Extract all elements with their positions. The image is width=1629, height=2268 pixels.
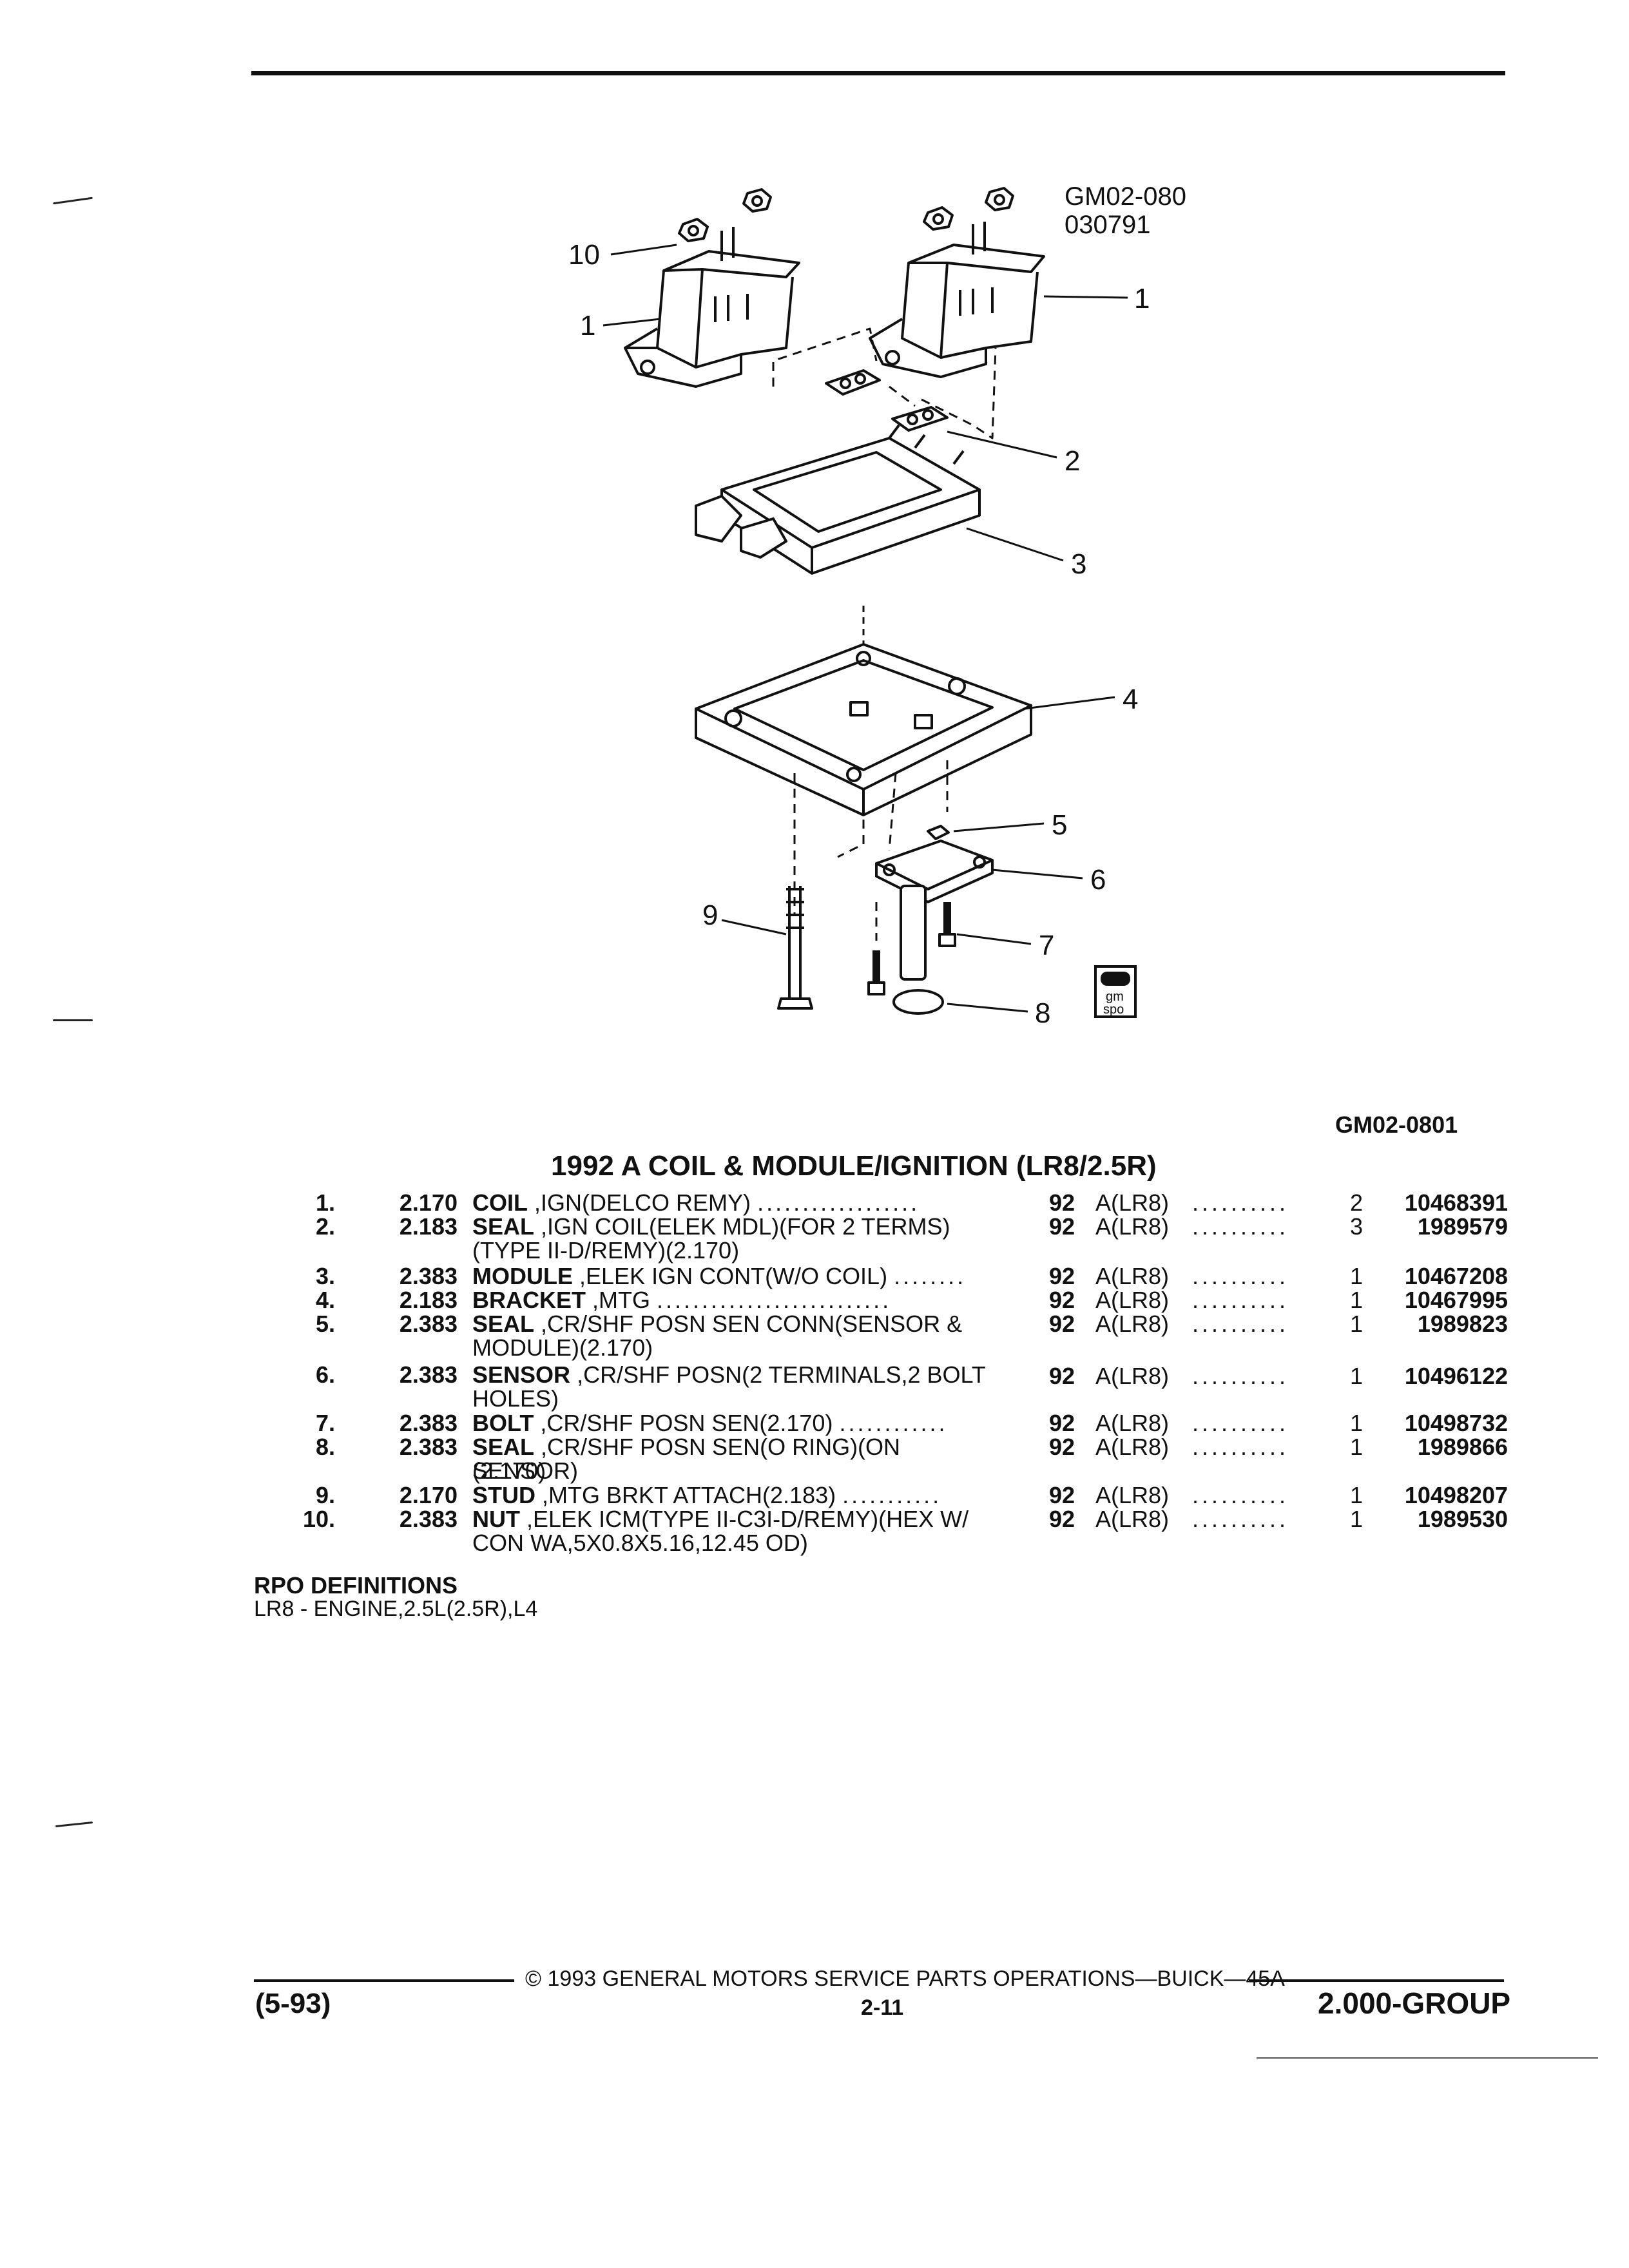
o-ring xyxy=(892,989,944,1015)
crankshaft-sensor xyxy=(875,840,994,981)
ignition-coil-left xyxy=(624,227,800,388)
callout-10: 10 xyxy=(568,239,600,271)
diagram-ref-line2: 030791 xyxy=(1065,211,1151,239)
footer-bottom-rule xyxy=(1257,2057,1598,2059)
margin-mark xyxy=(53,197,93,205)
badge-line2: spo xyxy=(1103,1003,1124,1017)
nut-right-2 xyxy=(985,187,1014,211)
footer-group: 2.000-GROUP xyxy=(1318,1986,1511,2020)
sensor-seal xyxy=(927,825,950,840)
footer-page-number: 2-11 xyxy=(861,1995,904,2020)
diagram-svg: 10 1 1 2 3 4 5 6 7 8 9 gm spo xyxy=(568,187,1150,1029)
callout-8: 8 xyxy=(1035,997,1050,1029)
footer-rule-left xyxy=(254,1979,514,1982)
bracket-stud xyxy=(777,886,813,1010)
callout-1-left: 1 xyxy=(580,310,595,341)
footer-date-code: (5-93) xyxy=(255,1988,331,2019)
ignition-module xyxy=(695,424,981,575)
footer-copyright: © 1993 GENERAL MOTORS SERVICE PARTS OPER… xyxy=(525,1966,1285,1991)
callout-6: 6 xyxy=(1090,864,1106,896)
margin-mark xyxy=(55,1821,93,1828)
nut-left-2 xyxy=(742,188,772,213)
margin-mark xyxy=(53,1019,93,1021)
diagram-ref: GM02-080 030791 xyxy=(1065,182,1186,239)
callout-7: 7 xyxy=(1039,930,1054,961)
coil-seal-1 xyxy=(825,369,881,396)
coil-seal-2 xyxy=(891,406,949,432)
callout-2: 2 xyxy=(1065,445,1080,477)
ignition-coil-right xyxy=(869,222,1045,378)
callout-9: 9 xyxy=(702,899,718,931)
rpo-heading: RPO DEFINITIONS xyxy=(254,1572,458,1599)
badge-line1: gm xyxy=(1106,990,1124,1004)
nut-left xyxy=(678,218,709,242)
top-rule xyxy=(251,71,1505,75)
footer-rule-right xyxy=(1249,1979,1504,1982)
sensor-bolt xyxy=(938,902,956,947)
gm-spo-logo: gm spo xyxy=(1094,965,1137,1018)
section-title: 1992 A COIL & MODULE/IGNITION (LR8/2.5R) xyxy=(551,1150,1157,1182)
callout-3: 3 xyxy=(1071,548,1086,580)
rpo-definition: LR8 - ENGINE,2.5L(2.5R),L4 xyxy=(254,1597,538,1621)
callout-5: 5 xyxy=(1052,809,1067,841)
nut-right xyxy=(923,206,954,231)
sensor-bolt-2 xyxy=(867,950,885,995)
mounting-bracket xyxy=(695,606,1032,816)
callout-1-right: 1 xyxy=(1134,283,1150,314)
exploded-parts-diagram: 10 1 1 2 3 4 5 6 7 8 9 gm spo xyxy=(528,155,1224,1044)
page-ref: GM02-0801 xyxy=(1335,1111,1458,1138)
diagram-ref-line1: GM02-080 xyxy=(1065,182,1186,211)
callout-4: 4 xyxy=(1123,684,1138,715)
